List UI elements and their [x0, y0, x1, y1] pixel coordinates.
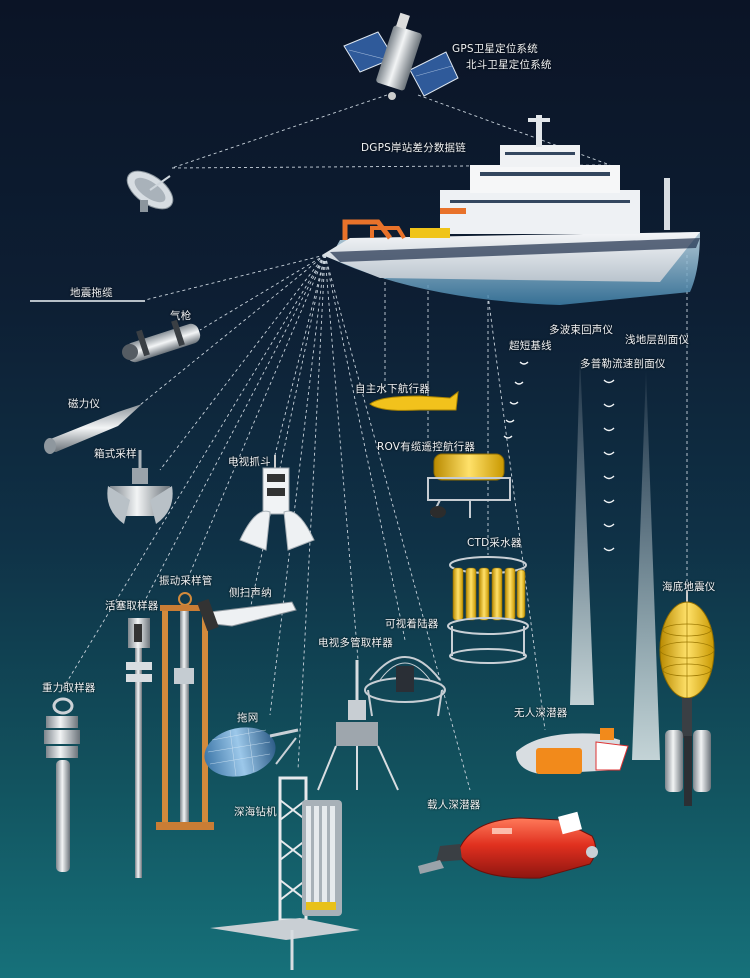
air-gun	[122, 319, 201, 363]
label-manned-sub: 载人深潜器	[427, 799, 481, 811]
label-rov: ROV有缆遥控航行器	[377, 441, 476, 453]
label-gravity-corer: 重力取样器	[42, 682, 96, 694]
box-sampler	[107, 450, 173, 524]
gravity-corer	[44, 697, 80, 872]
magnetometer	[44, 404, 143, 454]
sidescan-sonar	[197, 598, 297, 632]
tv-grab	[239, 455, 315, 551]
sonar-beams	[503, 355, 660, 760]
label-tv-multicorer: 电视多管取样器	[318, 637, 393, 649]
label-auv: 自主水下航行器	[355, 383, 430, 395]
visual-lander	[364, 656, 446, 717]
label-gps: GPS卫星定位系统	[452, 43, 538, 55]
dashed-link-lines	[61, 94, 688, 791]
label-obs: 海底地震仪	[662, 581, 716, 593]
label-beidou: 北斗卫星定位系统	[466, 59, 552, 71]
dish-antenna-icon	[126, 170, 174, 212]
label-magnetometer: 磁力仪	[68, 398, 101, 410]
unmanned-submersible	[516, 728, 629, 774]
satellite-icon	[343, 12, 459, 100]
rov	[427, 453, 511, 518]
manned-submersible	[418, 811, 598, 879]
label-deep-sea-drill: 深海钻机	[234, 806, 277, 818]
vibro-corer	[156, 592, 214, 830]
label-tv-grab: 电视抓斗	[228, 456, 271, 468]
auv	[369, 390, 459, 411]
tv-multicorer	[317, 660, 399, 791]
label-piston-corer: 活塞取样器	[105, 600, 159, 612]
label-sidescan-sonar: 侧扫声纳	[229, 587, 272, 599]
piston-corer	[126, 618, 152, 878]
label-visual-lander: 可视着陆器	[385, 618, 439, 630]
label-seismic-streamer: 地震拖缆	[70, 287, 113, 299]
label-box-sampler: 箱式采样	[94, 448, 137, 460]
ctd-rosette	[447, 556, 529, 664]
label-unmanned-sub: 无人深潜器	[514, 707, 568, 719]
label-air-gun: 气枪	[170, 310, 192, 322]
deep-sea-drill	[210, 776, 360, 970]
label-dgps: DGPS岸站差分数据链	[361, 142, 466, 154]
label-vibro-corer: 振动采样管	[159, 575, 213, 587]
label-adcp: 多普勒流速剖面仪	[580, 358, 666, 370]
label-trawl: 拖网	[237, 712, 259, 724]
label-multibeam: 多波束回声仪	[549, 324, 614, 336]
label-usbl: 超短基线	[509, 340, 552, 352]
label-sub-bottom-profiler: 浅地层剖面仪	[625, 334, 690, 346]
ocean-bottom-seismometer	[659, 590, 715, 806]
trawl-net	[204, 727, 299, 777]
research-vessel	[322, 115, 700, 305]
label-ctd: CTD采水器	[467, 537, 522, 549]
